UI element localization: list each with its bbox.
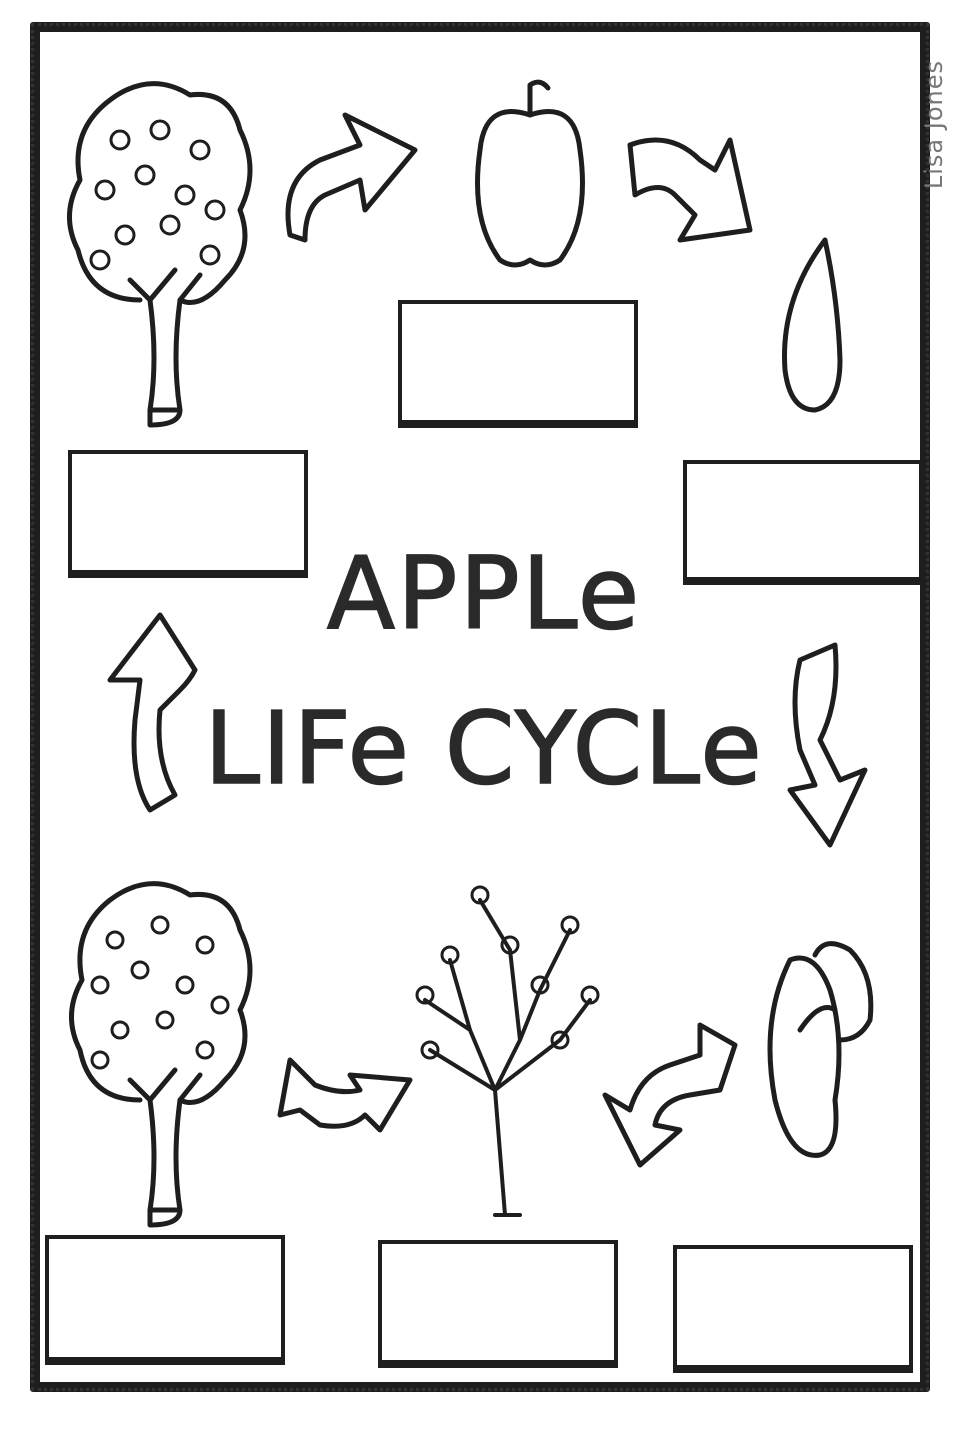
apple-icon [475,79,585,268]
arrow-6-icon [107,612,198,813]
label-box-seed[interactable] [683,460,923,585]
title-line-1: APPLe [326,534,642,653]
young-tree-icon [415,885,600,1217]
title-line-2: LIFe CYCLe [203,689,764,808]
fruit-tree-icon [67,81,253,428]
arrow-1-icon [285,112,418,243]
arrow-2-icon [627,137,753,243]
page-border [30,22,930,1392]
flowering-tree-icon [69,881,253,1228]
arrow-5-icon [277,1057,413,1133]
arrow-4-icon [602,1022,738,1168]
label-box-apple[interactable] [398,300,638,428]
label-box-sprout[interactable] [673,1245,913,1373]
label-box-fruit-tree[interactable] [68,450,308,578]
seed-icon [782,237,843,413]
arrow-3-icon [787,642,868,848]
label-box-flowering-tree[interactable] [45,1235,285,1365]
sprout-icon [767,941,874,1158]
label-box-young-tree[interactable] [378,1240,618,1368]
